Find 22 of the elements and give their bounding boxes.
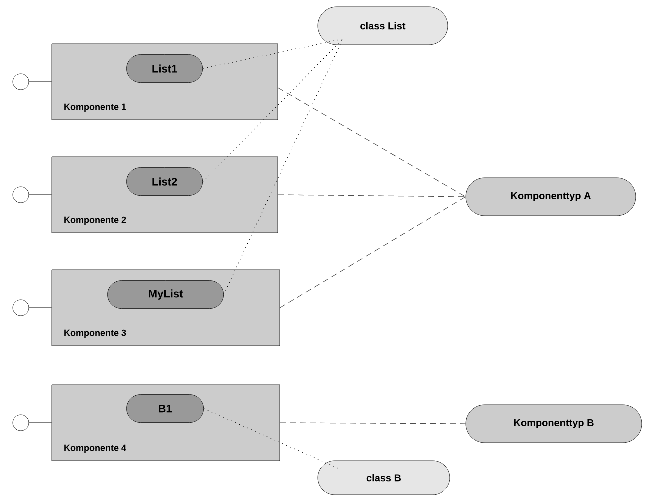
instance-pill: List2 <box>126 168 203 196</box>
dependency-line <box>280 196 466 308</box>
interface-circle <box>12 74 30 90</box>
type-pill: Komponenttyp B <box>466 404 642 444</box>
instance-pill: List1 <box>126 54 203 83</box>
instance-pill: B1 <box>126 394 204 423</box>
connector-line <box>28 422 52 424</box>
instance-line <box>202 38 344 70</box>
dependency-line <box>278 88 466 198</box>
dependency-line <box>278 194 466 198</box>
class-pill: class B <box>318 460 450 496</box>
instance-line <box>224 38 344 296</box>
interface-circle <box>12 300 30 316</box>
interface-circle <box>12 186 30 204</box>
interface-circle <box>12 414 30 432</box>
instance-line <box>204 408 340 470</box>
connector-line <box>28 194 52 196</box>
class-pill: class List <box>318 6 448 46</box>
type-pill: Komponenttyp A <box>466 178 636 216</box>
instance-line <box>202 38 344 182</box>
instance-pill: MyList <box>108 280 224 309</box>
dependency-line <box>280 422 466 424</box>
